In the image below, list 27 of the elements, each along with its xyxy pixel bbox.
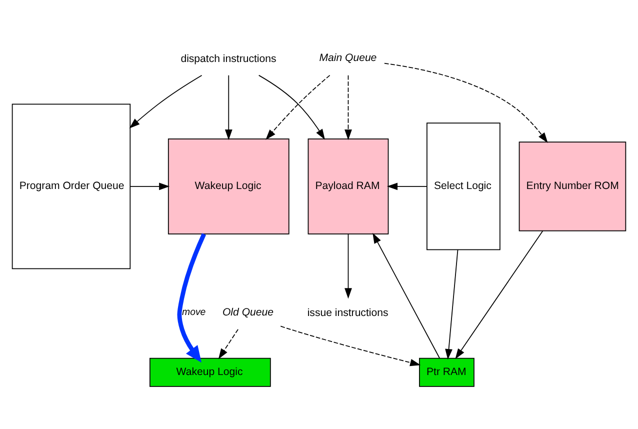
arrow [445,249,458,360]
node-box: Ptr RAM [419,357,474,386]
arrow [177,232,206,362]
arrow [384,62,548,142]
arrow [455,230,544,359]
arrow [129,74,202,128]
arrow [218,328,238,359]
node-text: Old Queue [222,306,274,318]
arrow [386,182,428,190]
edge-label: move [182,306,206,318]
arrow [266,74,330,140]
arrow [258,74,325,140]
node-text: issue instructions [307,306,388,319]
node-box: Entry Number ROM [518,141,626,231]
node-box: Program Order Queue [12,103,131,269]
arrow [130,182,170,190]
arrow [344,74,352,140]
arrow [372,232,440,358]
arrow [224,74,232,140]
node-box: Select Logic [426,122,500,250]
node-box: Wakeup Logic [150,357,271,386]
node-box: Wakeup Logic [168,138,290,234]
node-text: dispatch instructions [180,52,276,65]
arrow [280,325,421,366]
node-box: Payload RAM [308,138,389,234]
node-text: Main Queue [319,52,377,64]
arrow [344,233,352,298]
